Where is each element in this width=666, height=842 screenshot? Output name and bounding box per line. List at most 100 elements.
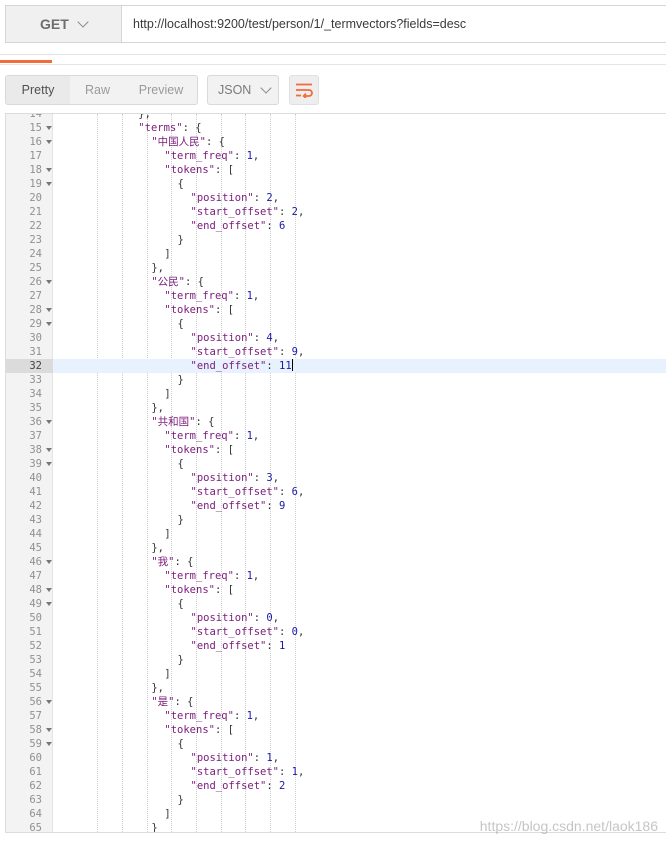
code-text: "position": 2, [191,191,280,205]
fold-toggle-icon[interactable] [46,728,52,732]
json-number: 11 [279,360,292,372]
method-dropdown[interactable]: GET [6,6,122,42]
fold-toggle-icon[interactable] [46,420,52,424]
indent-guide [196,114,197,832]
code-text: } [177,513,183,527]
response-body-editor[interactable]: 14},15"terms": {16"中国人民": {17"term_freq"… [5,113,666,833]
fold-toggle-icon[interactable] [46,126,52,130]
code-text: "start_offset": 6, [191,485,305,499]
json-punctuation: } [177,374,184,386]
code-line: 42"end_offset": 9 [6,499,666,513]
fold-toggle-icon[interactable] [46,168,52,172]
fold-toggle-icon[interactable] [46,560,52,564]
indent-guide [146,114,148,832]
json-key: "term_freq" [164,570,234,582]
fold-toggle-icon[interactable] [46,182,52,186]
line-number: 36 [29,416,42,428]
json-key: "position" [190,472,254,484]
json-punctuation: { [177,318,184,330]
code-line: 17"term_freq": 1, [6,149,666,163]
fold-toggle-icon[interactable] [46,140,52,144]
fold-toggle-icon[interactable] [46,588,52,592]
fold-toggle-icon[interactable] [46,322,52,326]
watermark: https://blog.csdn.net/laok186 [479,818,658,834]
fold-toggle-icon[interactable] [46,700,52,704]
code-text: ] [164,247,170,261]
tab-raw[interactable]: Raw [84,83,110,97]
url-input[interactable]: http://localhost:9200/test/person/1/_ter… [122,6,666,42]
chevron-down-icon [260,81,273,94]
json-punctuation: , [272,332,280,344]
line-number: 50 [29,612,42,624]
fold-toggle-icon[interactable] [46,462,52,466]
json-punctuation: } [177,654,184,666]
json-punctuation: : { [182,122,202,134]
json-number: 9 [279,500,286,512]
code-text: }, [151,261,164,275]
json-punctuation: : [279,626,292,638]
format-label: JSON [218,83,252,97]
json-punctuation: { [177,458,184,470]
json-number: 0 [291,626,298,638]
indent-guide [97,114,99,832]
code-line: 27"term_freq": 1, [6,289,666,303]
line-number: 46 [29,556,42,568]
tab-preview[interactable]: Preview [138,83,184,97]
line-number: 23 [29,234,42,246]
code-text: } [177,653,183,667]
tab-pretty[interactable]: Pretty [6,76,70,104]
json-number: 4 [266,332,273,344]
view-mode-switch: Pretty Raw Preview [5,75,198,105]
code-line: 43} [6,513,666,527]
json-number: 2 [291,206,298,218]
code-line: 58"tokens": [ [6,723,666,737]
json-number: 1 [246,150,253,162]
code-text: ] [164,807,170,821]
line-number: 51 [29,626,42,638]
json-key: "start_offset" [190,206,280,218]
code-line: 60"position": 1, [6,751,666,765]
json-key: "start_offset" [190,766,280,778]
json-key: "end_offset" [190,780,267,792]
code-text: }, [151,681,164,695]
code-line: 15"terms": { [6,121,666,135]
json-key: "terms" [138,122,183,134]
line-number: 29 [29,318,42,330]
json-key: "position" [190,752,254,764]
json-punctuation: , [272,752,280,764]
fold-toggle-icon[interactable] [46,448,52,452]
divider [0,64,666,65]
code-text: }, [151,401,164,415]
json-punctuation: , [298,486,305,498]
json-punctuation: : [279,206,292,218]
json-punctuation: : [233,290,247,302]
code-line: 50"position": 0, [6,611,666,625]
code-line: 38"tokens": [ [6,443,666,457]
json-punctuation: : { [206,136,225,148]
code-line: 30"position": 4, [6,331,666,345]
code-line: 59{ [6,737,666,751]
code-line: 21"start_offset": 2, [6,205,666,219]
json-punctuation: : [233,430,247,442]
line-number: 49 [29,598,42,610]
json-key: "是" [151,696,175,708]
format-dropdown[interactable]: JSON [207,75,279,105]
wrap-lines-button[interactable] [289,75,319,105]
line-number: 20 [29,192,42,204]
json-key: "tokens" [164,164,215,176]
fold-toggle-icon[interactable] [46,602,52,606]
fold-toggle-icon[interactable] [46,742,52,746]
line-number: 48 [29,584,42,596]
code-text: "term_freq": 1, [164,569,259,583]
fold-toggle-icon[interactable] [46,280,52,284]
json-key: "position" [190,332,254,344]
json-number: 1 [246,570,253,582]
indent-guide [220,114,222,832]
fold-toggle-icon[interactable] [46,308,52,312]
code-line: 28"tokens": [ [6,303,666,317]
json-number: 3 [266,472,273,484]
json-key: "start_offset" [190,626,280,638]
code-line: 51"start_offset": 0, [6,625,666,639]
line-number: 16 [29,136,42,148]
line-number: 42 [29,500,42,512]
